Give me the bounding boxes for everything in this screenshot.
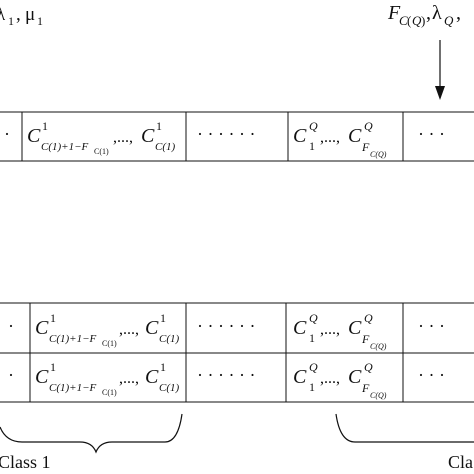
- c-last: C: [145, 317, 159, 339]
- top-right-rate-label: F C ( Q ) , λ Q ,: [387, 2, 461, 28]
- comma: ,: [426, 2, 431, 24]
- c-first-sup: 1: [42, 119, 48, 133]
- classq-brace: [335, 413, 474, 443]
- c-first-sub-inner: C(1): [102, 339, 117, 348]
- right-ellipsis: · · ·: [418, 316, 445, 336]
- cq-first-sub: 1: [309, 331, 315, 345]
- classq-cell: C Q 1 ,..., C Q F C(Q): [293, 311, 387, 351]
- cq-last-sub-inner: C(Q): [370, 391, 387, 400]
- dots: ,...,: [320, 370, 340, 387]
- right-ellipsis: · · ·: [418, 124, 445, 144]
- c-first: C: [35, 366, 49, 388]
- cq-last-sup: Q: [364, 119, 373, 133]
- down-arrow: [435, 40, 445, 100]
- right-ellipsis: · · ·: [418, 365, 445, 385]
- comma: ,: [16, 4, 21, 25]
- class1-cell: C 1 C(1)+1−F C(1) ,..., C 1 C(1): [35, 360, 180, 397]
- cq-first: C: [293, 366, 307, 388]
- c-last-sub: C(1): [159, 333, 180, 345]
- mu-subscript: 1: [37, 14, 43, 28]
- top-row: · C 1 C(1)+1−F C(1) ,..., C 1 C(1) · · ·…: [0, 111, 474, 162]
- lambda-symbol: λ: [0, 4, 6, 25]
- cq-last-sup: Q: [364, 311, 373, 325]
- lambda-subscript: Q: [444, 13, 454, 28]
- f-symbol: F: [387, 2, 401, 24]
- c-last: C: [145, 366, 159, 388]
- cq-last: C: [348, 317, 362, 339]
- cq-last-sub-inner: C(Q): [370, 342, 387, 351]
- cq-first-sub: 1: [309, 139, 315, 153]
- top-left-rate-label: λ 1 , μ 1: [0, 4, 43, 28]
- dots: ,...,: [320, 321, 340, 338]
- class1-brace: [0, 413, 183, 454]
- classq-label: Cla: [448, 452, 473, 472]
- cq-last-sub-f: F: [361, 332, 370, 346]
- c-first: C: [27, 125, 41, 147]
- c-last-sub: C(1): [155, 141, 176, 153]
- mu-symbol: μ: [25, 4, 35, 25]
- f-subscript-q: Q: [412, 13, 422, 28]
- edge-dot: ·: [8, 316, 14, 336]
- middle-ellipsis: · · · · · ·: [197, 365, 255, 385]
- class1-cell: C 1 C(1)+1−F C(1) ,..., C 1 C(1): [27, 119, 176, 156]
- middle-ellipsis: · · · · · ·: [197, 316, 255, 336]
- dots: ,...,: [119, 321, 139, 338]
- cq-first-sup: Q: [309, 311, 318, 325]
- comma: ,: [456, 2, 461, 24]
- cq-first-sup: Q: [309, 360, 318, 374]
- c-last: C: [141, 125, 155, 147]
- dots: ,...,: [119, 370, 139, 387]
- c-first-sup: 1: [50, 360, 56, 374]
- bottom-row-a: · C 1 C(1)+1−F C(1) ,..., C 1 C(1) · · ·…: [0, 302, 474, 354]
- c-first-sub: C(1)+1−F: [41, 141, 89, 153]
- c-last-sub: C(1): [159, 382, 180, 394]
- cq-first-sub: 1: [309, 380, 315, 394]
- lambda-subscript: 1: [8, 14, 14, 28]
- c-first-sup: 1: [50, 311, 56, 325]
- class1-label: Class 1: [0, 452, 51, 472]
- c-last-sup: 1: [156, 119, 162, 133]
- lambda-symbol: λ: [432, 2, 442, 24]
- cq-last-sub-inner: C(Q): [370, 150, 387, 159]
- edge-dot: ·: [8, 365, 14, 385]
- cq-first: C: [293, 125, 307, 147]
- c-first-sub-inner: C(1): [102, 388, 117, 397]
- f-subscript-open: (: [407, 13, 411, 28]
- c-last-sup: 1: [160, 360, 166, 374]
- cq-first: C: [293, 317, 307, 339]
- c-first-sub-inner: C(1): [94, 147, 109, 156]
- edge-dot: ·: [4, 124, 10, 144]
- f-subscript-close: ): [421, 13, 425, 28]
- c-last-sup: 1: [160, 311, 166, 325]
- c-first-sub: C(1)+1−F: [49, 382, 97, 394]
- cq-last-sup: Q: [364, 360, 373, 374]
- c-first-sub: C(1)+1−F: [49, 333, 97, 345]
- classq-cell: C Q 1 ,..., C Q F C(Q): [293, 119, 387, 159]
- cq-last-sub-f: F: [361, 381, 370, 395]
- cq-last-sub-f: F: [361, 140, 370, 154]
- cq-last: C: [348, 366, 362, 388]
- f-subscript-c: C: [399, 13, 408, 28]
- classq-cell: C Q 1 ,..., C Q F C(Q): [293, 360, 387, 400]
- middle-ellipsis: · · · · · ·: [197, 124, 255, 144]
- dots: ,...,: [113, 129, 133, 146]
- class1-cell: C 1 C(1)+1−F C(1) ,..., C 1 C(1): [35, 311, 180, 348]
- c-first: C: [35, 317, 49, 339]
- bottom-row-b: · C 1 C(1)+1−F C(1) ,..., C 1 C(1) · · ·…: [0, 353, 474, 403]
- dots: ,...,: [320, 129, 340, 146]
- cq-last: C: [348, 125, 362, 147]
- cq-first-sup: Q: [309, 119, 318, 133]
